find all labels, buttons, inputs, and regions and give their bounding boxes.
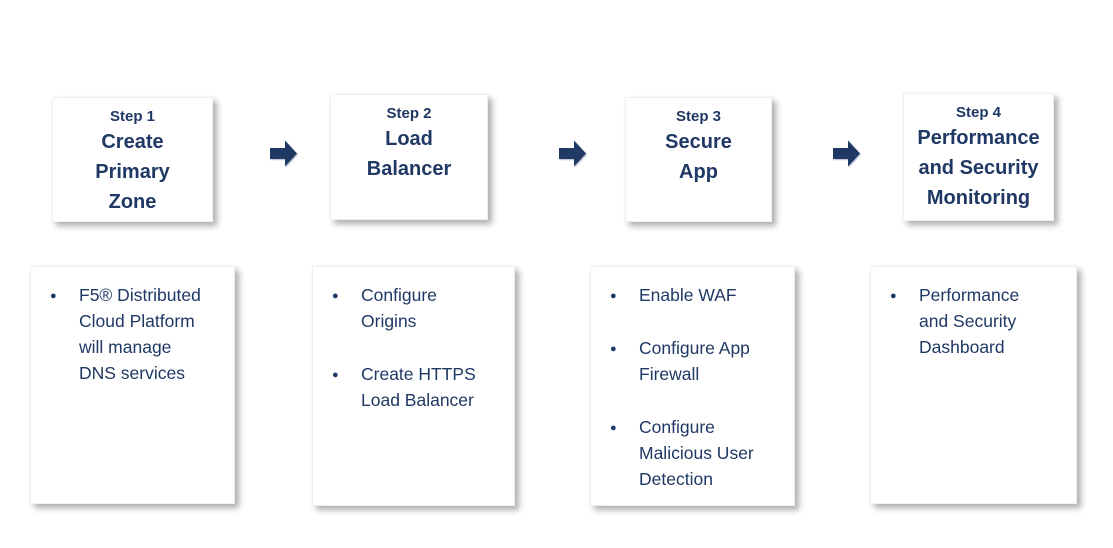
step-4-bullet-list: Performance and Security Dashboard: [871, 267, 1076, 360]
step-1-card: Step 1 Create Primary Zone: [52, 97, 213, 222]
step-3-bullet-list: Enable WAF Configure App Firewall Config…: [591, 267, 794, 492]
step-4-card: Step 4 Performance and Security Monitori…: [903, 93, 1054, 221]
bullet-item: F5® Distributed Cloud Platform will mana…: [31, 282, 228, 386]
bullet-item: Enable WAF: [591, 282, 788, 309]
step-1-title: Create Primary Zone: [95, 131, 170, 213]
right-block-arrow-icon: [270, 140, 297, 167]
bullet-item: Configure App Firewall: [591, 335, 788, 387]
step-1-label: Step 1: [109, 108, 155, 125]
step-4-title: Performance and Security Monitoring: [917, 127, 1040, 209]
right-block-arrow-icon: [833, 140, 860, 167]
step-2-bullet-list: Configure Origins Create HTTPS Load Bala…: [313, 267, 514, 413]
step-2-details-card: Configure Origins Create HTTPS Load Bala…: [312, 266, 515, 506]
bullet-item: Configure Malicious User Detection: [591, 414, 788, 492]
step-1-bullet-list: F5® Distributed Cloud Platform will mana…: [31, 267, 234, 386]
step-2-label: Step 2: [386, 105, 432, 122]
right-block-arrow-icon: [559, 140, 586, 167]
step-2-title: Load Balancer: [366, 128, 452, 180]
bullet-item: Performance and Security Dashboard: [871, 282, 1070, 360]
bullet-item: Create HTTPS Load Balancer: [313, 361, 508, 413]
step-2-card: Step 2 Load Balancer: [330, 94, 488, 220]
step-3-card: Step 3 Secure App: [625, 97, 772, 222]
step-1-details-card: F5® Distributed Cloud Platform will mana…: [30, 266, 235, 504]
step-3-title: Secure App: [665, 131, 732, 183]
step-4-label: Step 4: [955, 104, 1001, 121]
step-3-details-card: Enable WAF Configure App Firewall Config…: [590, 266, 795, 506]
bullet-item: Configure Origins: [313, 282, 508, 334]
step-3-label: Step 3: [675, 108, 721, 125]
step-4-details-card: Performance and Security Dashboard: [870, 266, 1077, 504]
